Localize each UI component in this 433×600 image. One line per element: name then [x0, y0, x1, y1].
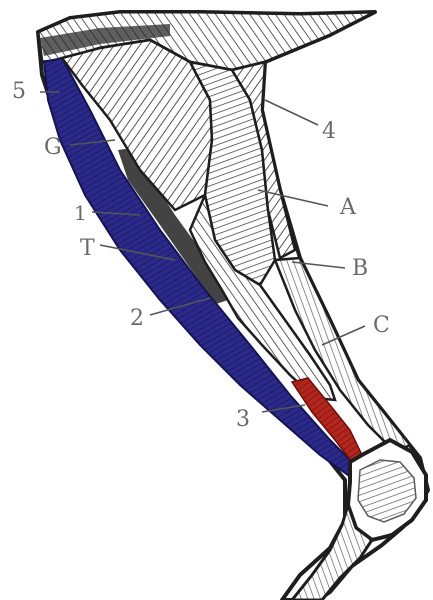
label-a: A [339, 195, 357, 220]
label-t: T [80, 236, 95, 261]
label-3: 3 [236, 407, 250, 432]
label-2: 2 [130, 306, 144, 331]
label-c: C [373, 313, 390, 338]
label-5: 5 [12, 79, 26, 104]
label-1: 1 [74, 201, 87, 225]
label-4: 4 [322, 119, 336, 144]
label-b: B [352, 256, 368, 281]
label-g: G [44, 135, 62, 160]
